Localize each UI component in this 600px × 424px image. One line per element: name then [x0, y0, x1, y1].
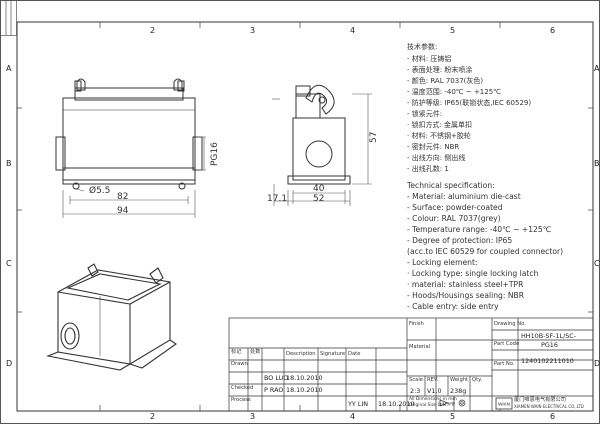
front-view — [55, 78, 203, 190]
zone-number-bottom-5: 5 — [450, 412, 456, 421]
tb-label-weight: Weight — [450, 377, 469, 383]
en-spec-line: - Hoods/Housings sealing: NBR — [407, 291, 525, 300]
tb-label-scale: Scale — [409, 377, 423, 383]
zone-letter-left-b: B — [6, 159, 12, 168]
dim-94: 94 — [117, 206, 129, 216]
en-spec-line: - Temperature range: -40℃ ~ +125℃ — [407, 225, 552, 234]
tb-label-quantity: Qty. — [472, 377, 483, 383]
zone-number-top-6: 6 — [550, 26, 556, 35]
cn-spec-line: - 防护等级: IP65(联锁状态,IEC 60529) — [407, 99, 532, 107]
dim-thread-label: PG16 — [210, 142, 220, 166]
en-spec-line: · material: stainless steel+TPR — [407, 280, 524, 289]
dim-57: 57 — [369, 131, 379, 143]
cn-spec-line: - 材料: 压铸铝 — [407, 55, 452, 63]
title-block-grid — [228, 317, 594, 412]
dim-40: 40 — [313, 184, 325, 194]
tb-label-revision: REV. — [427, 377, 439, 383]
tb-label-drawn: Drawn — [231, 361, 248, 367]
zone-number-top-4: 4 — [350, 26, 356, 35]
tb-checked-date: 18.10.2010 — [286, 386, 323, 394]
zone-letter-left-c: C — [6, 259, 12, 268]
cn-spec-line: - 出线方向: 侧出线 — [407, 154, 466, 162]
dim-82: 82 — [117, 192, 129, 202]
en-spec-line: - Locking element: — [407, 258, 478, 267]
zone-number-bottom-3: 3 — [250, 412, 256, 421]
svg-text:WAIN: WAIN — [498, 402, 510, 407]
tb-process-by: YY LIN — [348, 400, 369, 408]
zone-number-top-2: 2 — [150, 26, 156, 35]
zone-number-top-3: 3 — [250, 26, 256, 35]
zone-number-top-5: 5 — [450, 26, 456, 35]
zone-letter-right-a: A — [594, 64, 600, 73]
zone-number-bottom-2: 2 — [150, 412, 156, 421]
cn-spec-line: - 表面处理: 粉末喷涂 — [407, 66, 473, 74]
tb-process-date: 18.10.2010 — [378, 400, 415, 408]
cn-spec-title: 技术参数: — [407, 43, 438, 51]
tb-weight: 238g — [450, 387, 467, 395]
tb-drawing-name: HH10B-SF-1L/SC- — [521, 332, 577, 340]
tb-scale: 2:3 — [410, 387, 421, 395]
cn-spec-line: - 颜色: RAL 7037(灰色) — [407, 77, 484, 85]
en-spec-line: (acc.to IEC 60529 for coupled connector) — [407, 247, 564, 256]
tb-header-description: Description — [286, 351, 316, 357]
tb-header-date: Date — [348, 351, 361, 357]
tb-label-checked: Checked — [231, 385, 254, 391]
tb-drawn-date: 18.10.2010 — [286, 374, 323, 382]
en-spec-line: - Cable entry: side entry — [407, 302, 499, 311]
tb-dimensions-note: All Dimensions in mm — [409, 397, 457, 402]
projection-symbol — [439, 399, 466, 407]
corner-stamp-box — [0, 0, 17, 36]
zone-ticks — [17, 22, 593, 411]
tb-revision: V1.0 — [427, 387, 442, 395]
cn-spec-line: · 锁扣方式: 金属单扣 — [407, 121, 473, 129]
zone-letter-left-a: A — [6, 64, 12, 73]
zone-letter-right-c: C — [594, 259, 600, 268]
en-spec-line: - Material: aluminium die-cast — [407, 192, 521, 201]
tb-header-cn: 标记 — [231, 349, 242, 355]
front-view-dimensions — [62, 136, 206, 218]
tb-label-finish: Finish — [409, 321, 424, 327]
zone-letter-right-b: B — [594, 159, 600, 168]
tb-label-drawing-name: Drawing No. — [494, 321, 526, 327]
zone-letter-left-d: D — [6, 359, 13, 368]
zone-number-bottom-4: 4 — [350, 412, 356, 421]
en-spec-line: - Surface: powder-coated — [407, 203, 503, 212]
cn-spec-line: - 温度范围: -40℃ ~ +125℃ — [407, 88, 502, 96]
tb-checked-by: P RAO — [264, 386, 284, 394]
en-spec-line: - Degree of protection: IP65 — [407, 236, 513, 245]
dim-17-1: 17.1 — [267, 194, 288, 204]
tb-label-process: Process — [231, 397, 251, 403]
side-view — [287, 84, 351, 185]
en-spec-line: · Locking type: single locking latch — [407, 269, 539, 278]
en-spec-line: - Colour: RAL 7037(grey) — [407, 214, 501, 223]
side-view-dimensions — [272, 93, 372, 206]
dim-hole-diameter: Ø5.5 — [89, 186, 111, 196]
tb-header-cn: 处数 — [250, 349, 261, 355]
tb-label-material: Material — [409, 344, 431, 350]
tb-label-part-code: Part Code — [494, 341, 520, 347]
zone-number-bottom-6: 6 — [550, 412, 556, 421]
cn-spec-line: - 密封元件: NBR — [407, 143, 460, 151]
tb-header-signature: Signature — [320, 351, 346, 357]
tb-drawn-by: BO LUO — [264, 374, 289, 382]
isometric-view — [46, 263, 177, 371]
tb-part-code: 1240102211010 — [521, 357, 574, 365]
dim-52: 52 — [313, 194, 325, 204]
tb-size-note: Original Size DIN A 4 — [409, 403, 455, 408]
company-logo: WAIN — [495, 397, 513, 410]
zone-letter-right-d: D — [594, 359, 600, 368]
tb-drawing-name-suffix: PG16 — [541, 341, 558, 349]
tb-company-en: XIAMEN WAIN ELECTRICAL CO.,LTD — [514, 404, 584, 409]
cn-spec-line: - 锁紧元件: — [407, 110, 443, 118]
cn-spec-line: · 材料: 不锈钢+胶轮 — [407, 132, 471, 140]
cn-spec-line: - 出线孔数: 1 — [407, 165, 449, 173]
en-spec-title: Technical specification: — [407, 181, 495, 190]
tb-company-cn: 厦门唯恩电气有限公司 — [514, 397, 566, 403]
tb-label-part-no: Part No. — [494, 361, 515, 367]
